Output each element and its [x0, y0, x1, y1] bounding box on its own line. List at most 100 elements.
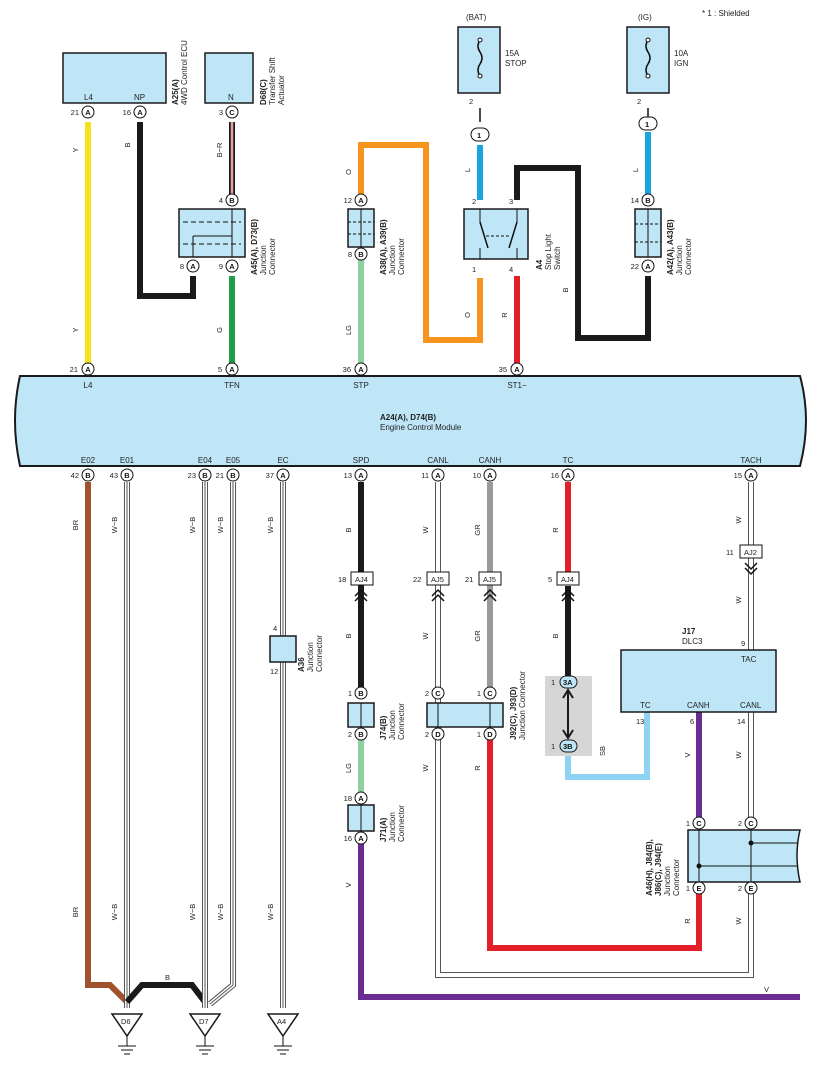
svg-text:AJ4: AJ4 — [355, 575, 368, 584]
pin-number: 21 — [71, 108, 79, 117]
wire-color-label: L — [631, 168, 640, 172]
svg-text:6: 6 — [690, 717, 694, 726]
svg-text:Junction: Junction — [663, 866, 672, 896]
switch-pin-number: 1 — [472, 265, 476, 274]
ecm-pin-name: SPD — [353, 456, 370, 465]
wire-canl-w — [435, 482, 754, 978]
transfer-shift-actuator: N D68(C) Transfer Shift Actuator — [204, 52, 286, 105]
wire-np-black — [137, 122, 196, 299]
junction-a36: 4 12 A36 Junction Connector — [269, 624, 324, 676]
wire-color-label: W — [421, 764, 430, 772]
wire-color-label: B — [344, 633, 353, 638]
wire-color-label: V — [683, 752, 692, 757]
wire-color-label: B — [165, 973, 170, 982]
pin-number: 1 — [686, 884, 690, 893]
ecm-pin-connector: A — [280, 471, 286, 480]
ecm-pin-name: E01 — [120, 456, 135, 465]
ecm-pin-connector: A — [358, 471, 364, 480]
wire-color-label: R — [683, 918, 692, 924]
pin-connector-letter: E — [748, 884, 753, 893]
svg-text:TC: TC — [640, 701, 651, 710]
ecm-pin-connector: A — [435, 471, 441, 480]
wire-color-label: V — [764, 985, 769, 994]
pin-marker — [354, 686, 368, 700]
svg-text:Transfer Shift: Transfer Shift — [268, 57, 277, 105]
svg-text:A24(A), D74(B): A24(A), D74(B) — [380, 413, 436, 422]
pin-connector-letter: D — [435, 730, 441, 739]
wire-color-label: L — [463, 168, 472, 172]
ecm-pin-connector: B — [124, 471, 130, 480]
switch-pin-number: 3 — [509, 197, 513, 206]
ecm-pin-number: 15 — [734, 471, 742, 480]
svg-text:L4: L4 — [84, 93, 93, 102]
wire-ground-black — [124, 982, 208, 1004]
wire-color-label: V — [344, 882, 353, 887]
svg-text:CANH: CANH — [687, 701, 710, 710]
wire-spd-violet — [358, 842, 800, 1000]
svg-text:21: 21 — [465, 575, 473, 584]
ecm-pin-number: 23 — [188, 471, 196, 480]
ecm-pin-number: 21 — [70, 365, 78, 374]
svg-text:J92(C), J93(D): J92(C), J93(D) — [509, 686, 518, 740]
ecm-pin-number: 37 — [266, 471, 274, 480]
svg-text:NP: NP — [134, 93, 145, 102]
svg-text:A4: A4 — [277, 1017, 286, 1026]
wire-color-label: R — [473, 765, 482, 771]
wire-tc-sb — [565, 712, 650, 780]
svg-text:Connector: Connector — [397, 805, 406, 842]
ecm-pin-name: TFN — [224, 381, 240, 390]
wire-color-label: W−B — [266, 904, 275, 920]
pin-connector-letter: D — [487, 730, 493, 739]
wire-canh-red — [487, 738, 702, 951]
svg-text:Junction: Junction — [388, 812, 397, 842]
wire-color-label: G — [215, 327, 224, 333]
pin-number: 12 — [344, 196, 352, 205]
pin-connector-letter: B — [358, 730, 364, 739]
wire-color-label: W−B — [110, 517, 119, 533]
pin-number: 2 — [425, 730, 429, 739]
wire-color-label: W — [421, 526, 430, 534]
ecm-pin-name: E05 — [226, 456, 241, 465]
svg-text:Connector: Connector — [397, 238, 406, 275]
pin-connector-letter: A — [358, 834, 364, 843]
junction-j74: J74(B) Junction Connector — [347, 702, 406, 740]
wire-switch-black — [514, 165, 651, 341]
wire-color-label: W — [734, 596, 743, 604]
ecm-pin-number: 16 — [551, 471, 559, 480]
wire-color-label: W — [734, 516, 743, 524]
pin-number: 3 — [219, 108, 223, 117]
ecm-pin-marker — [276, 468, 290, 482]
pin-number: 22 — [631, 262, 639, 271]
pin-number: 1 — [477, 730, 481, 739]
ground-a4: A4 — [266, 1013, 300, 1055]
ecm-pin-number: 13 — [344, 471, 352, 480]
pin-connector-letter: A — [229, 262, 235, 271]
pin-number: 9 — [219, 262, 223, 271]
pin-number: 8 — [180, 262, 184, 271]
ecm-pin-connector: A — [85, 365, 91, 374]
svg-text:Connector: Connector — [268, 238, 277, 275]
pin-connector-letter: A — [358, 196, 364, 205]
pin-number: 2 — [738, 819, 742, 828]
pin-connector-letter: A — [137, 108, 143, 117]
pin-connector-letter: A — [190, 262, 196, 271]
svg-text:Junction Connector: Junction Connector — [518, 671, 527, 740]
ecm-pin-marker — [226, 468, 240, 482]
ecm-pin-number: 11 — [421, 471, 429, 480]
svg-text:Junction: Junction — [306, 642, 315, 672]
svg-text:2: 2 — [637, 97, 641, 106]
pin-marker — [81, 105, 95, 119]
pin-marker — [641, 193, 655, 207]
svg-text:A45(A), D73(B): A45(A), D73(B) — [250, 219, 259, 275]
ecm-pin-name: STP — [353, 381, 369, 390]
pin-connector-letter: B — [358, 689, 364, 698]
wire-color-label: SB — [598, 746, 607, 756]
svg-text:J74(B): J74(B) — [379, 715, 388, 740]
svg-text:D6: D6 — [121, 1017, 131, 1026]
pin-connector-letter: B — [229, 196, 235, 205]
pin-connector-letter: B — [645, 196, 651, 205]
svg-text:IGN: IGN — [674, 59, 688, 68]
svg-text:9: 9 — [741, 639, 745, 648]
